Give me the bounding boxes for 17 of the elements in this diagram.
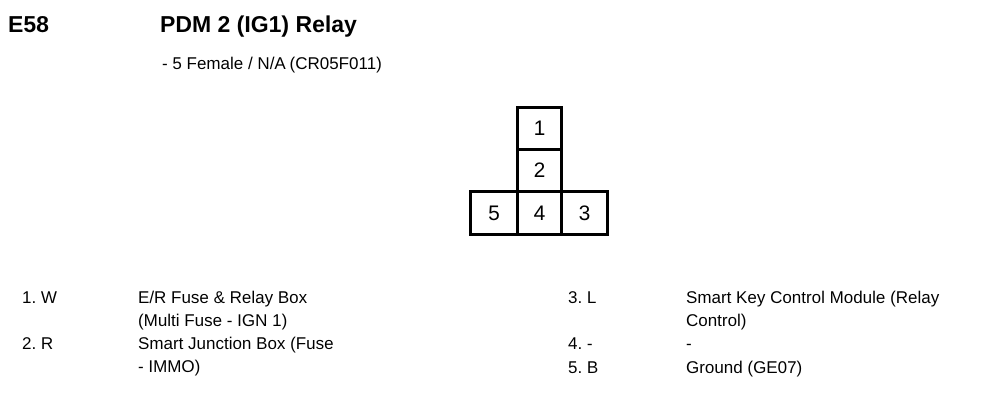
pin-cell: 5	[469, 190, 519, 236]
pin-circuit: E/R Fuse & Relay Box (Multi Fuse - IGN 1)	[138, 287, 308, 332]
pin-cell: 3	[560, 190, 609, 236]
connector-code: E58	[8, 10, 49, 38]
pin-circuit: Smart Key Control Module (Relay Control)	[686, 287, 940, 332]
pin-wire: 3. L	[568, 287, 596, 309]
connector-title: PDM 2 (IG1) Relay	[160, 10, 357, 38]
pin-circuit: Ground (GE07)	[686, 357, 804, 379]
pin-circuit: Smart Junction Box (Fuse - IMMO)	[138, 333, 335, 378]
pin-wire: 4. -	[568, 333, 593, 355]
connector-spec: - 5 Female / N/A (CR05F011)	[162, 53, 382, 75]
pin-cell: 2	[516, 148, 563, 193]
pin-wire: 2. R	[22, 333, 54, 355]
pin-cell: 1	[516, 106, 563, 151]
pin-wire: 1. W	[22, 287, 57, 309]
pin-wire: 5. B	[568, 357, 598, 379]
pin-circuit: -	[686, 333, 693, 355]
